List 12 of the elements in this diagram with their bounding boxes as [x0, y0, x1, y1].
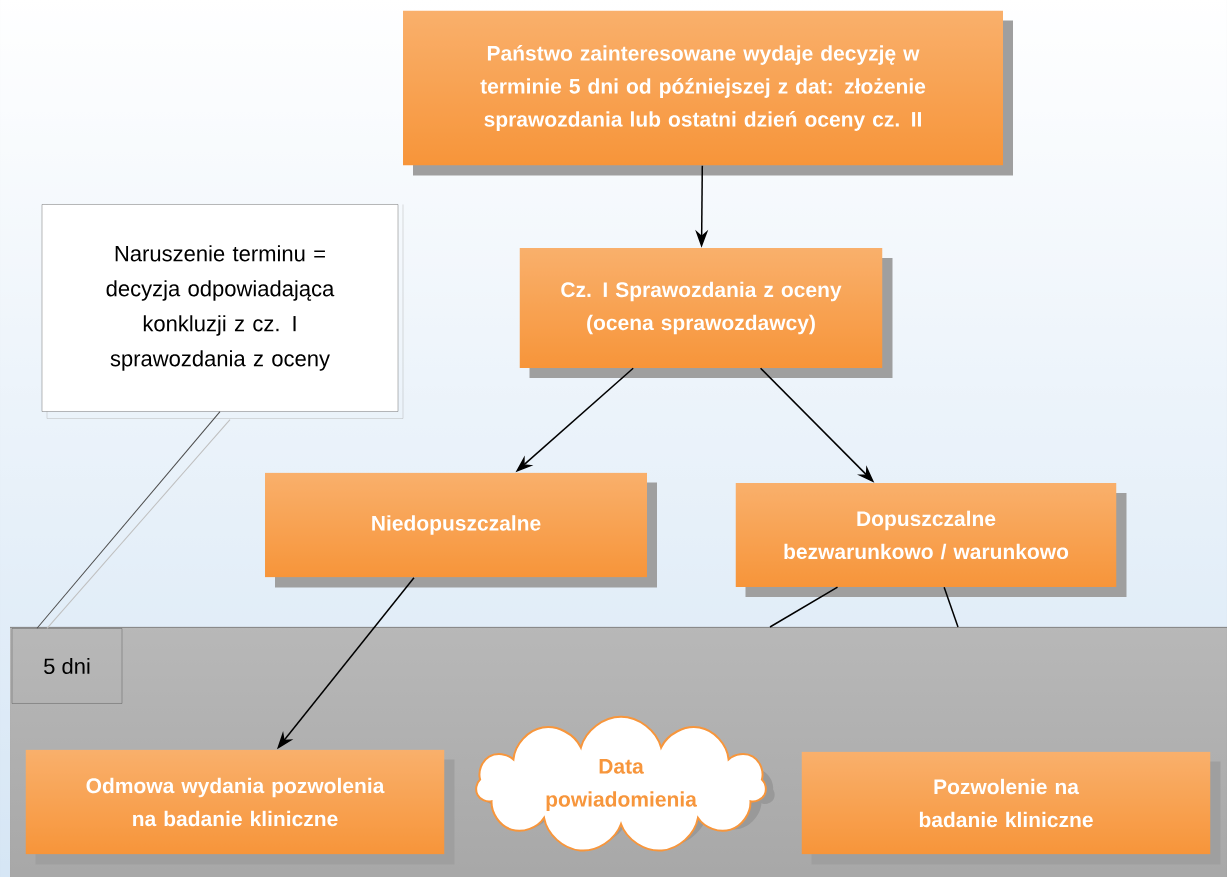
connector-line — [769, 586, 839, 628]
process-box: Pozwolenie na badanie kliniczne — [801, 751, 1221, 865]
date-cloud: Data powiadomienia — [475, 715, 775, 852]
duration-box: 5 dni — [11, 628, 123, 704]
process-box: Odmowa wydania pozwolenia na badanie kliniczne — [25, 749, 455, 865]
process-box: Cz. I Sprawozdania z oceny (ocena sprawozdawcy) — [519, 248, 893, 378]
process-box: Państwo zainteresowane wydaje decyzję w terminie 5 dni od późniejszej z dat: złożenie sprawozdania lub ostatni dzień oceny cz. II — [403, 10, 1013, 176]
note-box: Naruszenie terminu = decyzja odpowiadająca konkluzji z cz. I sprawozdania z oceny — [41, 204, 404, 419]
leader-line — [36, 411, 231, 629]
process-box: Niedopuszczalne — [265, 472, 657, 588]
connector-line — [943, 586, 959, 628]
process-box: Dopuszczalne bezwarunkowo / warunkowo — [735, 483, 1127, 597]
